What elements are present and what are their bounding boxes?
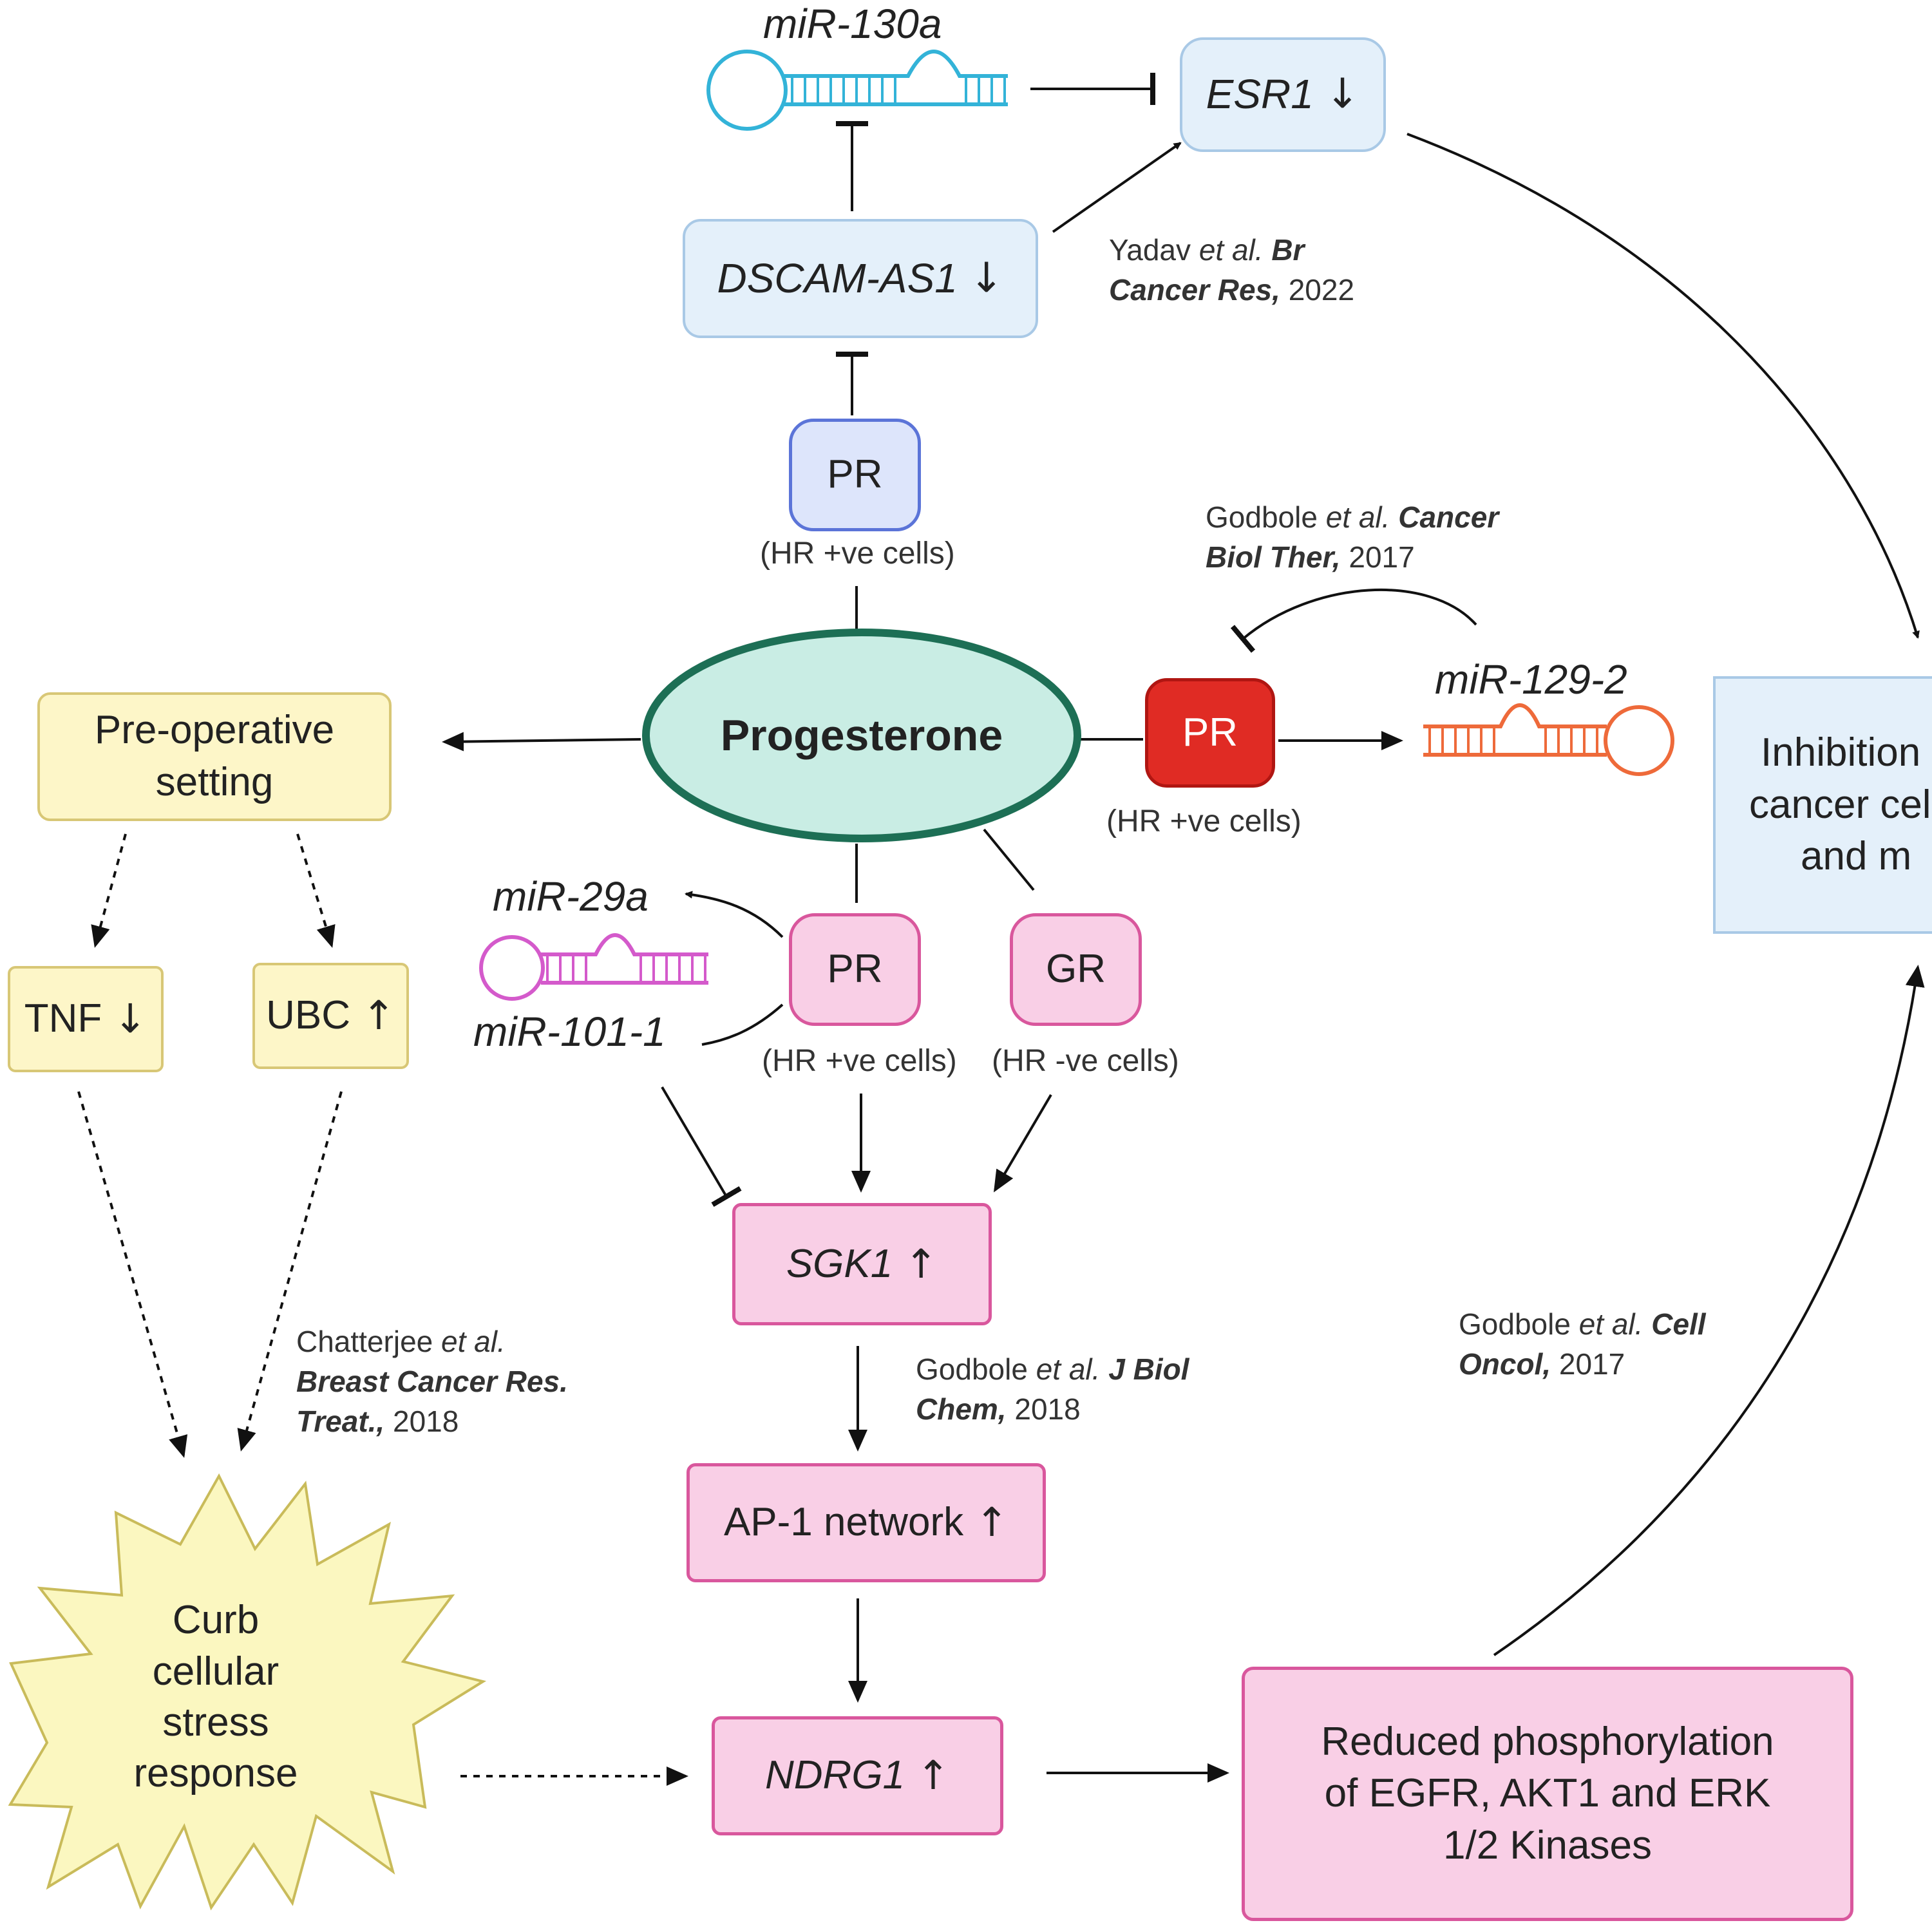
- gr-cells-label: (HR -ve cells): [992, 1044, 1179, 1078]
- citation-godbole-jbc-journal-b: Chem,: [916, 1392, 1007, 1426]
- inhibition-line-1: Inhibition of: [1761, 730, 1932, 775]
- citation-yadav-year: 2022: [1288, 273, 1355, 307]
- reduced-line-3: 1/2 Kinases: [1443, 1823, 1652, 1868]
- mir-101-1-label: miR-101-1: [473, 1009, 666, 1055]
- citation-godbole-jbc-authors: Godbole: [916, 1352, 1028, 1386]
- progesterone-ellipse: [642, 629, 1081, 842]
- tnf-label: TNF: [24, 996, 102, 1041]
- mir-130a-hairpin: [706, 49, 1008, 131]
- ndrg1-node: NDRG1↑: [712, 1716, 1003, 1835]
- citation-chatterjee: Chatterjee et al. Breast Cancer Res. Tre…: [296, 1321, 568, 1441]
- esr1-label: ESR1: [1206, 71, 1314, 118]
- dscam-as1-down-arrow-icon: ↓: [969, 254, 1004, 302]
- citation-godbole-co-journal-a: Cell: [1651, 1307, 1706, 1341]
- mir-29a-label: miR-29a: [493, 873, 649, 920]
- citation-yadav: Yadav et al. Br Cancer Res, 2022: [1109, 230, 1354, 310]
- citation-godbole-ct-authors: Godbole: [1206, 500, 1318, 534]
- sgk1-up-arrow-icon: ↑: [904, 1240, 938, 1287]
- citation-chatterjee-journal-a: Breast Cancer Res.: [296, 1365, 568, 1399]
- esr1-down-arrow-icon: ↓: [1325, 70, 1360, 118]
- citation-chatterjee-journal-b: Treat.,: [296, 1405, 385, 1439]
- curb-stress-starburst: [8, 1473, 487, 1911]
- pr-red-node: PR: [1145, 678, 1275, 788]
- citation-godbole-jbc-year: 2018: [1014, 1392, 1081, 1426]
- citation-godbole-ct-year: 2017: [1349, 540, 1415, 574]
- pre-operative-setting-node: Pre-operative setting: [37, 692, 392, 821]
- curb-line-4: response: [133, 1751, 298, 1796]
- mir-29a-hairpin: [479, 933, 708, 1001]
- citation-godbole-ct-etal: et al.: [1325, 500, 1390, 534]
- dscam-as1-label: DSCAM-AS1: [717, 254, 958, 301]
- inhibition-line-2: cancer cell: [1749, 782, 1932, 827]
- reduced-line-1: Reduced phosphorylation: [1321, 1719, 1774, 1764]
- ubc-up-arrow-icon: ↑: [361, 992, 395, 1039]
- tnf-node: TNF↓: [8, 966, 164, 1072]
- citation-chatterjee-year: 2018: [393, 1405, 459, 1439]
- tnf-down-arrow-icon: ↓: [113, 995, 147, 1043]
- pre-operative-line-1: Pre-operative: [94, 708, 335, 753]
- curb-line-3: stress: [162, 1700, 269, 1745]
- ubc-node: UBC↑: [252, 963, 409, 1069]
- dscam-as1-node: DSCAM-AS1↓: [683, 219, 1038, 338]
- curb-line-1: Curb: [172, 1598, 260, 1643]
- sgk1-node: SGK1↑: [732, 1203, 992, 1325]
- mir-129-2-hairpin: [1423, 703, 1674, 776]
- pr-top-node: PR: [789, 419, 921, 531]
- ndrg1-label: NDRG1: [765, 1753, 905, 1798]
- citation-godbole-co-year: 2017: [1558, 1347, 1625, 1381]
- citation-yadav-journal-b: Cancer Res,: [1109, 273, 1280, 307]
- curb-line-2: cellular: [152, 1649, 279, 1694]
- pr-top-cells-label: (HR +ve cells): [760, 536, 955, 571]
- ap-1-network-node: AP-1 network↑: [687, 1463, 1046, 1582]
- inhibition-node: Inhibition of cancer cell and m: [1713, 676, 1932, 934]
- ap-1-up-arrow-icon: ↑: [975, 1499, 1009, 1546]
- citation-godbole-co-journal-b: Oncol,: [1459, 1347, 1551, 1381]
- inhibition-line-3: and m: [1801, 834, 1912, 879]
- citation-godbole-jbc: Godbole et al. J Biol Chem, 2018: [916, 1349, 1189, 1429]
- ap-1-network-label: AP-1 network: [723, 1500, 964, 1545]
- progesterone-node: Progesterone: [720, 710, 1003, 760]
- citation-yadav-authors: Yadav: [1109, 233, 1191, 267]
- curb-stress-response-node: Curb cellular stress response: [77, 1597, 354, 1797]
- pr-red-cells-label: (HR +ve cells): [1106, 804, 1302, 838]
- citation-yadav-etal: et al.: [1198, 233, 1264, 267]
- citation-godbole-co-authors: Godbole: [1459, 1307, 1571, 1341]
- citation-godbole-ct-journal-a: Cancer: [1398, 500, 1499, 534]
- pr-mid-cells-label: (HR +ve cells): [762, 1044, 957, 1078]
- citation-godbole-co-etal: et al.: [1578, 1307, 1643, 1341]
- pr-mid-node: PR: [789, 913, 921, 1026]
- connectors: [77, 73, 1925, 1786]
- mir-130a-label: miR-130a: [763, 1, 942, 47]
- citation-chatterjee-etal: et al.: [441, 1325, 506, 1358]
- citation-godbole-jbc-etal: et al.: [1036, 1352, 1101, 1386]
- citation-chatterjee-authors: Chatterjee: [296, 1325, 433, 1358]
- esr1-node: ESR1↓: [1180, 37, 1386, 152]
- sgk1-label: SGK1: [786, 1241, 893, 1286]
- reduced-phosphorylation-node: Reduced phosphorylation of EGFR, AKT1 an…: [1242, 1667, 1853, 1921]
- citation-godbole-ct-journal-b: Biol Ther,: [1206, 540, 1341, 574]
- ubc-label: UBC: [266, 993, 350, 1038]
- citation-godbole-jbc-journal-a: J Biol: [1108, 1352, 1189, 1386]
- citation-yadav-journal-a: Br: [1271, 233, 1305, 267]
- citation-godbole-cancer-biol-ther: Godbole et al. Cancer Biol Ther, 2017: [1206, 497, 1499, 577]
- pre-operative-line-2: setting: [155, 760, 274, 804]
- mir-129-2-label: miR-129-2: [1435, 656, 1627, 703]
- ndrg1-up-arrow-icon: ↑: [916, 1752, 950, 1799]
- reduced-line-2: of EGFR, AKT1 and ERK: [1324, 1771, 1771, 1816]
- gr-node: GR: [1010, 913, 1142, 1026]
- citation-godbole-cell-oncol: Godbole et al. Cell Oncol, 2017: [1459, 1304, 1706, 1384]
